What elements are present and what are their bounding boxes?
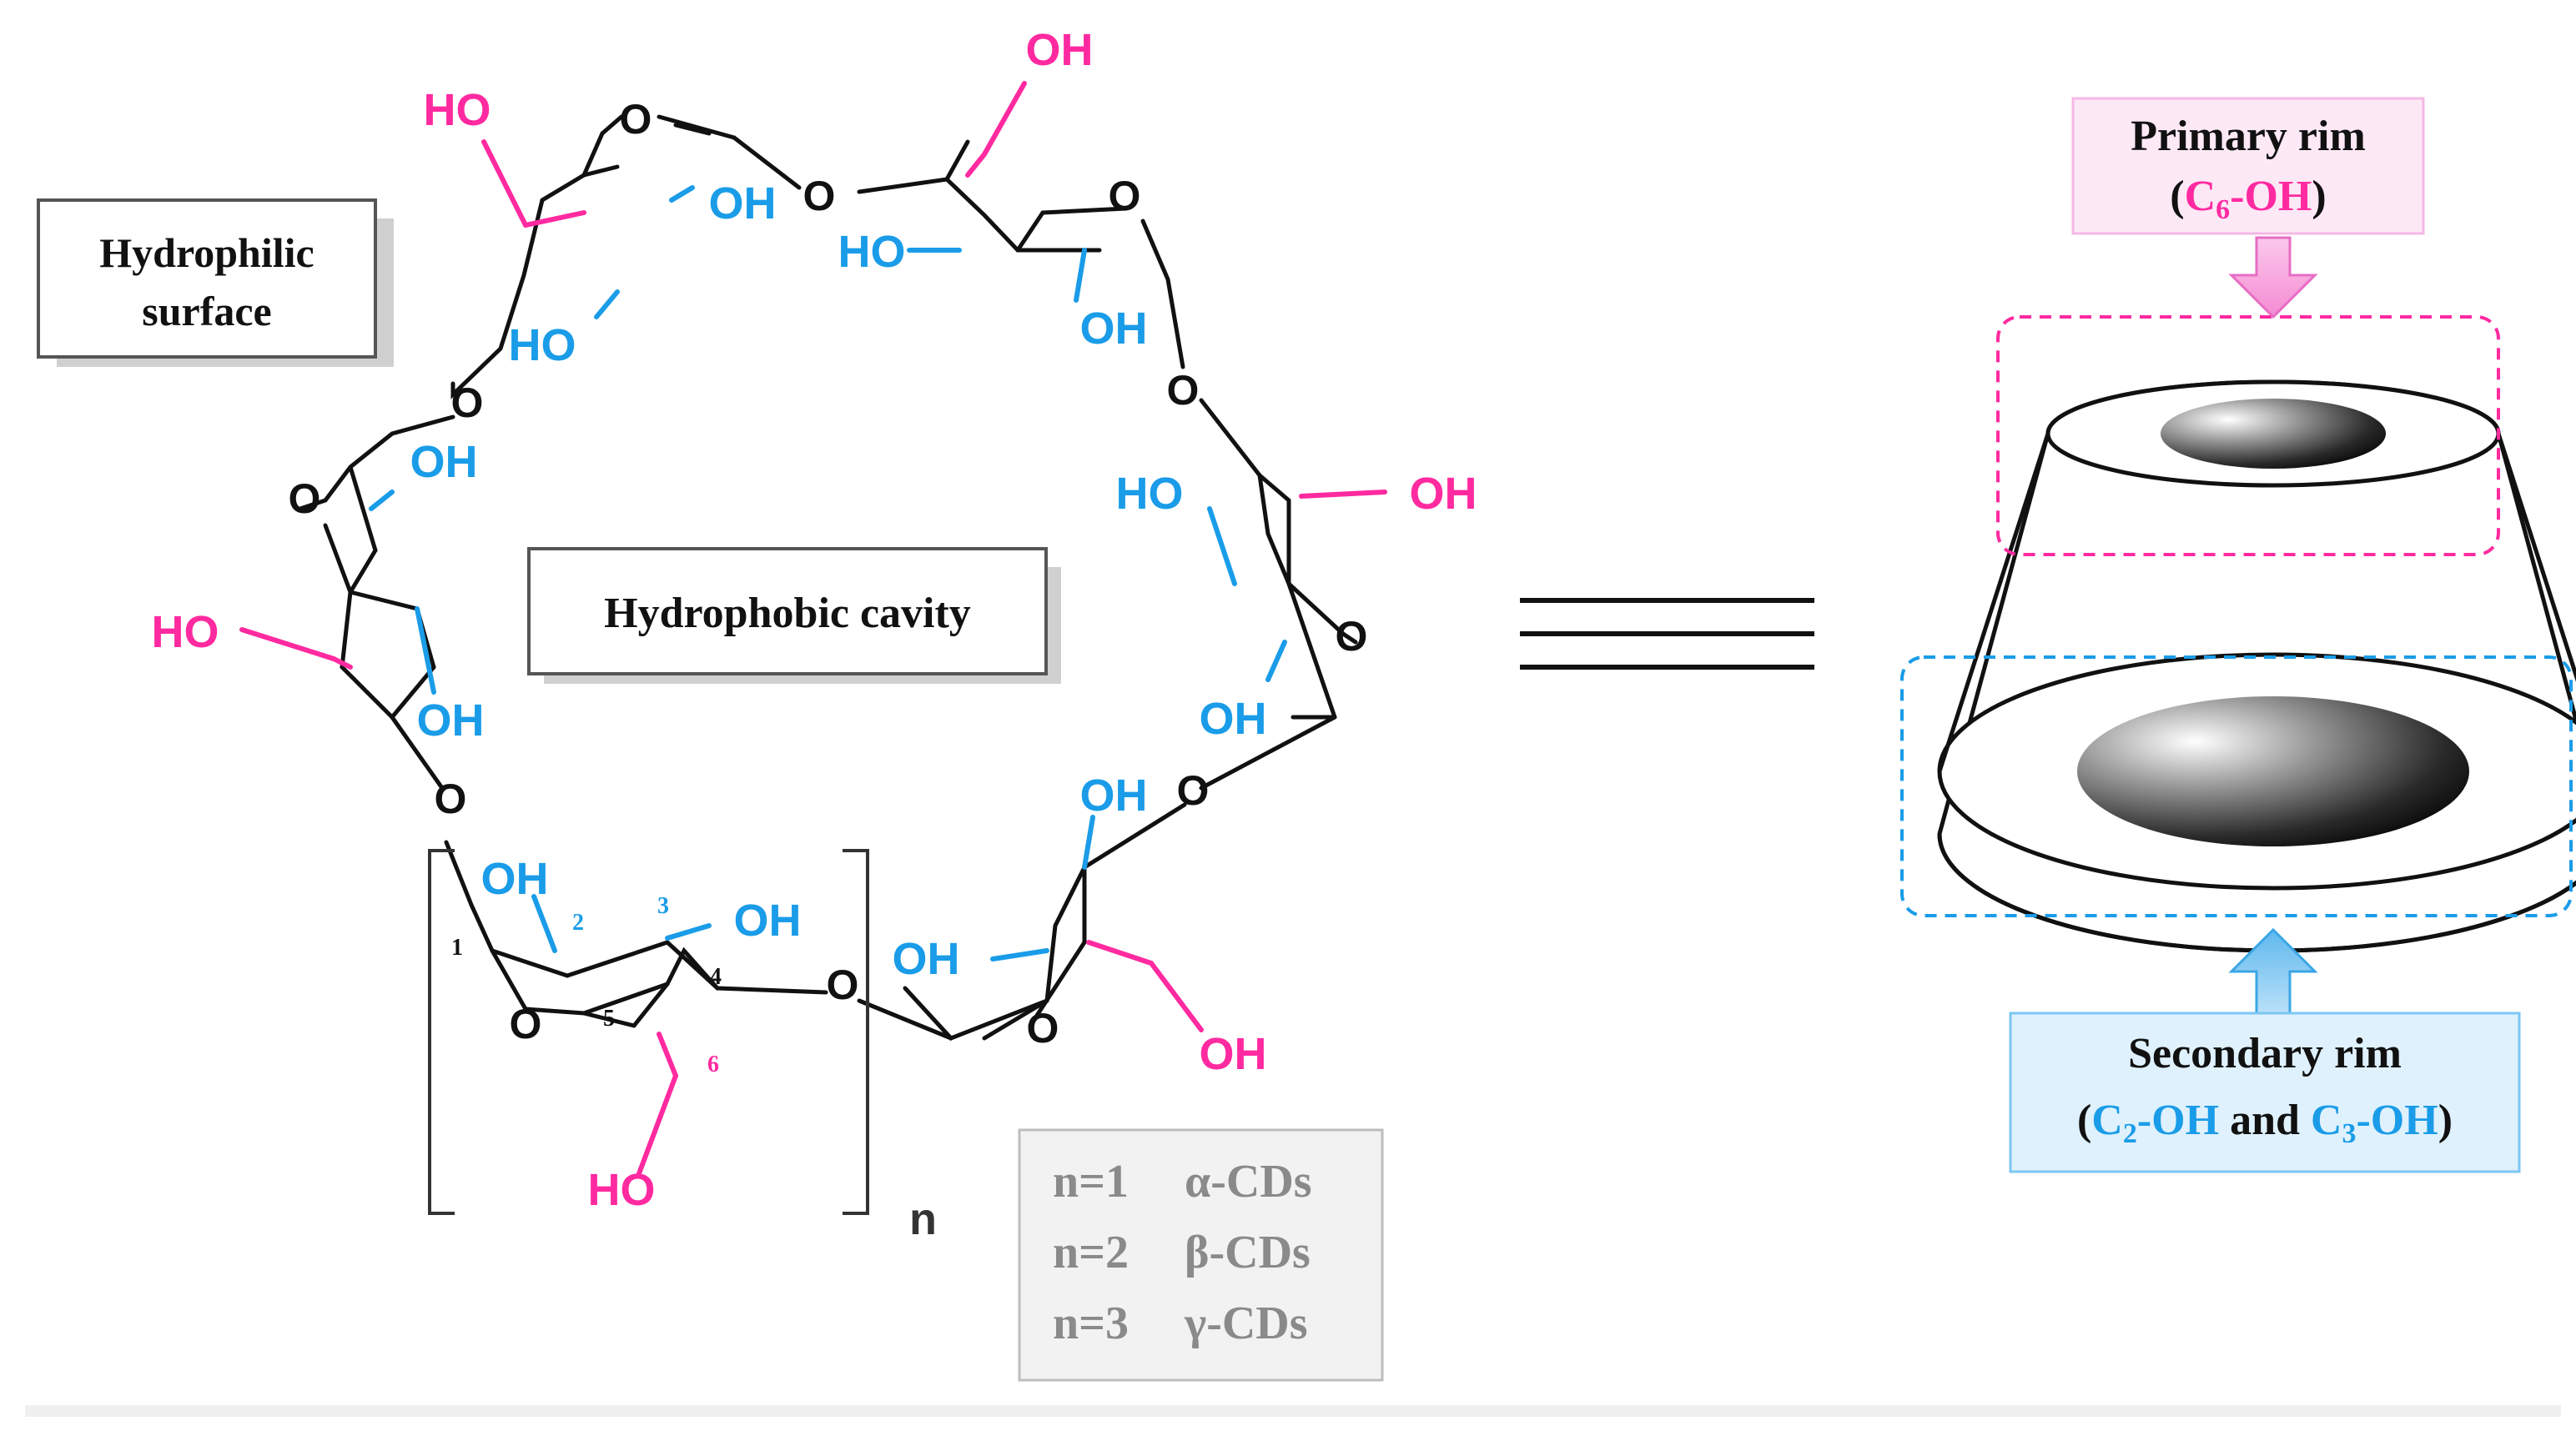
repeat-subscript-n: n [909,1194,937,1244]
ring-oxygen: O [289,475,321,522]
secondary-cavity-opening [2077,696,2469,846]
secondary-hydroxyl: OH [417,695,485,746]
primary-hydroxyl: OH [1410,469,1477,519]
hydrophobic-cavity-box: Hydrophobic cavity [527,547,1061,684]
legend-cd-type: γ-CDs [1184,1298,1308,1349]
hydrophilic-label-line1: Hydrophilic [99,229,314,276]
locant-c2: 2 [572,910,584,936]
equivalence-symbol [1520,598,1814,670]
ring-oxygens: O O O O O O O O O O O O [289,96,1368,1052]
hydrophilic-surface-box: Hydrophilic surface [37,198,394,367]
secondary-hydroxyl: OH [1200,694,1267,744]
primary-rim-title: Primary rim [2131,113,2366,160]
legend-cd-type: β-CDs [1185,1227,1311,1278]
hydrophobic-label: Hydrophobic cavity [604,590,971,637]
legend-n-value: n=3 [1053,1298,1129,1349]
glycosidic-oxygen: O [827,962,859,1008]
primary-hydroxyl-labels: HO OH OH OH HO HO [152,25,1477,1215]
primary-rim-label-box: Primary rim (C6-OH) [2071,97,2425,235]
secondary-rim-title: Secondary rim [2128,1030,2402,1077]
repeat-bracket [428,849,869,1215]
ring-oxygen: O [510,1001,542,1047]
secondary-hydroxyl: OH [709,178,777,228]
glycosidic-oxygen: O [1167,367,1200,414]
secondary-hydroxyl: OH [1080,771,1148,821]
secondary-hydroxyl: HO [509,320,576,370]
secondary-rim-label-box: Secondary rim (C2-OH and C3-OH) [2009,1012,2521,1173]
locant-c6: 6 [707,1052,719,1077]
secondary-hydroxyl: OH [410,437,478,487]
carbon-locants: 1 2 3 4 5 6 [451,893,722,1077]
secondary-hydroxyl: HO [1116,469,1184,519]
secondary-rim-arrow [2228,927,2318,1015]
black-bonds [298,114,1358,1041]
ring-oxygen: O [620,96,652,143]
primary-rim-arrow [2228,236,2318,319]
primary-hydroxyl: OH [1200,1029,1267,1079]
legend-n-value: n=1 [1053,1156,1129,1208]
cd-type-legend: n=1 α-CDs n=2 β-CDs n=3 γ-CDs [1018,1128,1384,1382]
primary-hydroxyl-bonds [239,81,1387,1178]
primary-cavity-opening [2161,399,2386,469]
legend-n-value: n=2 [1053,1227,1129,1278]
secondary-hydroxyl-labels: OH HO HO OH HO OH OH OH OH OH OH OH [410,178,1267,984]
primary-hydroxyl: OH [1026,25,1094,75]
secondary-hydroxyl: OH [1080,304,1148,354]
locant-c1: 1 [451,935,463,961]
primary-hydroxyl: HO [424,85,491,135]
secondary-hydroxyl: OH [481,854,549,904]
truncated-cone-model [1937,379,2576,953]
locant-c5: 5 [603,1006,615,1032]
footer-strip [25,1405,2561,1417]
primary-hydroxyl: HO [152,607,219,657]
primary-hydroxyl: HO [588,1165,656,1215]
primary-rim-dashed-box [1996,315,2500,556]
secondary-hydroxyl: HO [838,227,906,277]
ring-oxygen: O [1109,173,1141,219]
locant-c4: 4 [710,964,722,990]
glycosidic-oxygen: O [803,173,836,219]
secondary-rim-dashed-box [1900,655,2573,917]
primary-rim-formula: (C6-OH) [2170,173,2326,225]
hydrophilic-label-line2: surface [142,288,272,334]
glycosidic-oxygen: O [1177,767,1210,814]
secondary-hydroxyl-bonds [369,185,1287,962]
ring-oxygen: O [1336,613,1368,660]
secondary-rim-formula: (C2-OH and C3-OH) [2077,1097,2453,1149]
glycosidic-oxygen: O [451,379,484,426]
secondary-hydroxyl: OH [893,934,960,984]
glycosidic-oxygen: O [435,776,467,822]
ring-oxygen: O [1027,1005,1059,1052]
locant-c3: 3 [657,893,669,919]
legend-cd-type: α-CDs [1185,1156,1312,1208]
secondary-hydroxyl: OH [734,896,802,946]
